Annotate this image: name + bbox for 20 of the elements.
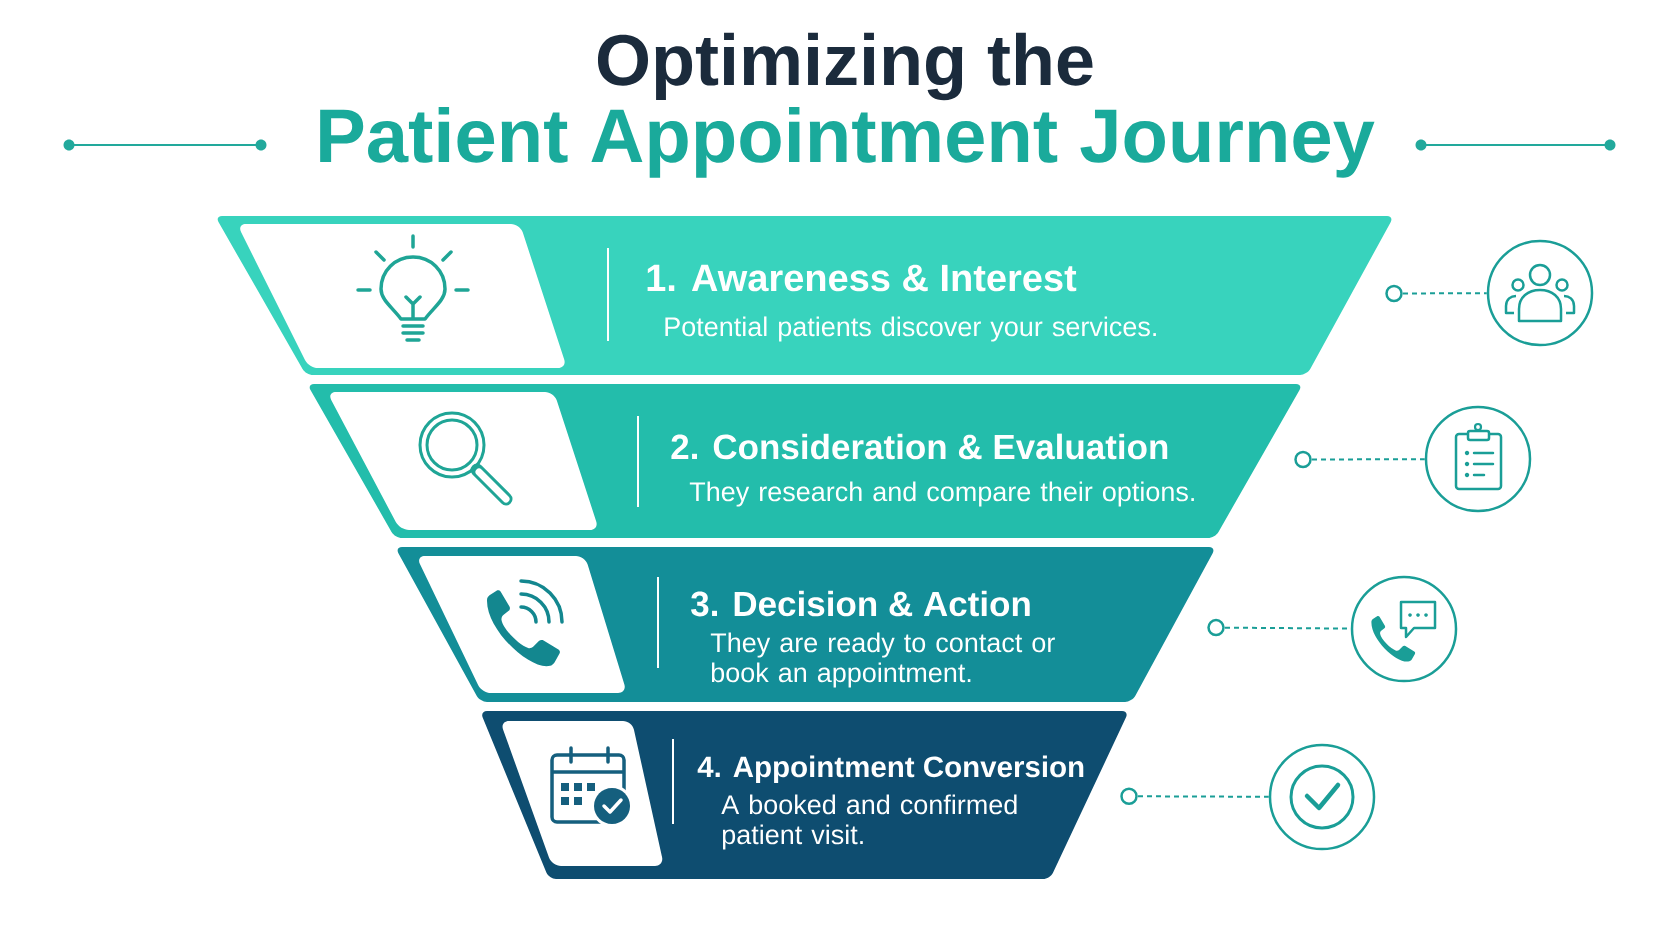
stage-heading: 3. Decision & Action bbox=[691, 590, 1030, 617]
stage-description: A booked and confirmed patient visit. bbox=[721, 794, 1017, 850]
funnel-band bbox=[217, 216, 1392, 375]
stage-heading: 4. Appointment Conversion bbox=[697, 755, 1084, 784]
leader-line bbox=[1120, 787, 1270, 805]
icon-circle bbox=[1350, 575, 1458, 683]
title: Optimizing the Patient Appointment Journey bbox=[320, 32, 1375, 178]
stage-description: Potential patients discover your services. bbox=[665, 316, 1156, 342]
funnel-band bbox=[309, 384, 1301, 538]
funnel-band bbox=[482, 711, 1127, 879]
stage-description: They are ready to contact or book an appointment. bbox=[710, 632, 1055, 688]
icon-circle bbox=[1424, 405, 1532, 513]
icon-circle bbox=[1486, 239, 1594, 347]
stage-description: They research and compare their options. bbox=[689, 481, 1194, 507]
funnel-band bbox=[397, 547, 1214, 702]
stage-heading: 2. Consideration & Evaluation bbox=[671, 433, 1168, 460]
stage-heading: 1. Awareness & Interest bbox=[647, 264, 1077, 292]
icon-circle bbox=[1268, 743, 1376, 851]
leader-line bbox=[1294, 450, 1426, 469]
leader-line bbox=[1385, 284, 1488, 303]
